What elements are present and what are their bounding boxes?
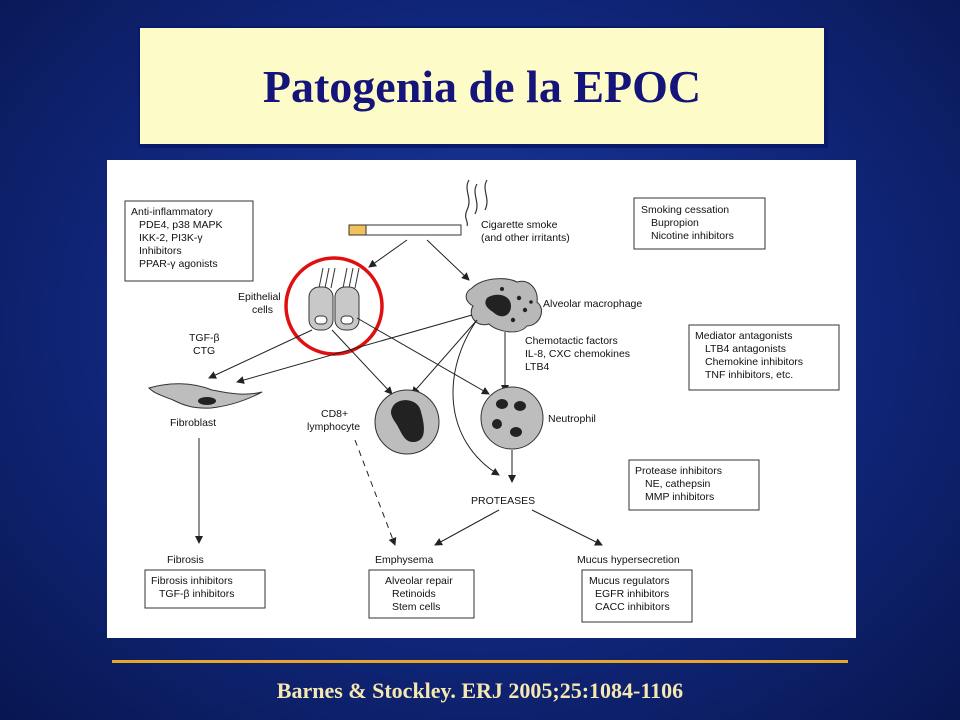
svg-text:Chemokine inhibitors: Chemokine inhibitors [705, 356, 803, 368]
svg-text:Mucus regulators: Mucus regulators [589, 575, 670, 587]
svg-text:EGFR inhibitors: EGFR inhibitors [595, 588, 669, 600]
arrow-macrophage-proteases [452, 319, 500, 476]
smoke-icon [464, 179, 488, 227]
cigarette-smoke-label: Cigarette smoke (and other irritants) [481, 219, 570, 244]
epithelial-cells-label: Epithelial cells [238, 291, 281, 316]
protease-inhibitors-box: Protease inhibitors NE, cathepsin MMP in… [628, 459, 760, 511]
fibroblast-icon [148, 383, 263, 409]
diagram-svg: Cigarette smoke (and other irritants) Ep… [124, 179, 840, 623]
svg-text:TGF-β: TGF-β [189, 332, 220, 344]
svg-text:Stem cells: Stem cells [392, 601, 440, 613]
proteases-label: PROTEASES [471, 495, 535, 507]
divider-rule [112, 660, 848, 663]
cd8-label: CD8+ lymphocyte [307, 408, 360, 433]
svg-text:lymphocyte: lymphocyte [307, 421, 360, 433]
mediator-antagonists-box: Mediator antagonists LTB4 antagonists Ch… [688, 324, 840, 391]
neutrophil-icon [480, 386, 544, 450]
svg-text:TNF inhibitors, etc.: TNF inhibitors, etc. [705, 369, 793, 381]
alveolar-macrophage-icon [465, 278, 542, 333]
title-box: Patogenia de la EPOC [138, 26, 826, 146]
arrow-macrophage-cd8 [411, 319, 478, 395]
arrow-cd8-emphysema [354, 439, 397, 546]
svg-text:Retinoids: Retinoids [392, 588, 436, 600]
anti-inflammatory-box: Anti-inflammatory PDE4, p38 MAPK IKK-2, … [124, 200, 254, 282]
arrow-macrophage-fibroblast [236, 314, 473, 384]
fibrosis-label: Fibrosis [167, 554, 204, 566]
arrow-proteases-mucus [531, 509, 603, 546]
svg-text:Mediator antagonists: Mediator antagonists [695, 330, 792, 342]
svg-text:Fibrosis inhibitors: Fibrosis inhibitors [151, 575, 233, 587]
fibrosis-inhibitors-box: Fibrosis inhibitors TGF-β inhibitors [144, 569, 266, 609]
svg-text:Epithelial: Epithelial [238, 291, 281, 303]
cd8-lymphocyte-icon [374, 389, 440, 455]
svg-text:PDE4, p38 MAPK: PDE4, p38 MAPK [139, 219, 222, 231]
tgf-ctg-label: TGF-β CTG [189, 332, 220, 357]
epithelial-cells-icon [308, 267, 360, 331]
svg-text:TGF-β inhibitors: TGF-β inhibitors [159, 588, 234, 600]
smoking-cessation-box: Smoking cessation Bupropion Nicotine inh… [633, 197, 766, 250]
svg-text:MMP inhibitors: MMP inhibitors [645, 491, 714, 503]
svg-text:CACC inhibitors: CACC inhibitors [595, 601, 670, 613]
svg-text:Cigarette smoke: Cigarette smoke [481, 219, 558, 231]
mucus-hypersecretion-label: Mucus hypersecretion [577, 554, 680, 566]
svg-text:(and other irritants): (and other irritants) [481, 232, 570, 244]
arrow-epithelial-fibroblast [208, 329, 313, 379]
svg-text:PPAR-γ agonists: PPAR-γ agonists [139, 258, 218, 270]
svg-text:Nicotine inhibitors: Nicotine inhibitors [651, 230, 734, 242]
pathogenesis-diagram: Cigarette smoke (and other irritants) Ep… [107, 160, 856, 638]
fibroblast-label: Fibroblast [170, 417, 216, 429]
svg-text:Anti-inflammatory: Anti-inflammatory [131, 206, 213, 218]
svg-text:cells: cells [252, 304, 273, 316]
neutrophil-label: Neutrophil [548, 413, 596, 425]
citation: Barnes & Stockley. ERJ 2005;25:1084-1106 [276, 678, 684, 703]
svg-text:IL-8, CXC chemokines: IL-8, CXC chemokines [525, 348, 630, 360]
svg-text:Smoking cessation: Smoking cessation [641, 204, 729, 216]
svg-text:LTB4 antagonists: LTB4 antagonists [705, 343, 786, 355]
mucus-regulators-box: Mucus regulators EGFR inhibitors CACC in… [581, 569, 693, 623]
svg-text:IKK-2, PI3K-γ: IKK-2, PI3K-γ [139, 232, 203, 244]
arrow-epithelial-neutrophil [356, 317, 490, 395]
arrow-proteases-emphysema [434, 509, 500, 546]
svg-text:CD8+: CD8+ [321, 408, 348, 420]
alveolar-repair-box: Alveolar repair Retinoids Stem cells [368, 569, 475, 619]
emphysema-label: Emphysema [375, 554, 434, 566]
svg-text:CTG: CTG [193, 345, 215, 357]
arrow-smoke-macrophage [426, 239, 470, 281]
svg-text:LTB4: LTB4 [525, 361, 549, 373]
alveolar-macrophage-label: Alveolar macrophage [543, 298, 642, 310]
slide-title: Patogenia de la EPOC [262, 60, 702, 112]
svg-text:Inhibitors: Inhibitors [139, 245, 182, 257]
arrow-epithelial-cd8 [331, 329, 393, 395]
chemotactic-factors-label: Chemotactic factors IL-8, CXC chemokines… [525, 335, 630, 373]
cigarette-icon [348, 224, 462, 236]
svg-text:Alveolar repair: Alveolar repair [385, 575, 453, 587]
arrow-smoke-epithelial [368, 239, 408, 268]
svg-text:Protease inhibitors: Protease inhibitors [635, 465, 722, 477]
svg-text:NE, cathepsin: NE, cathepsin [645, 478, 711, 490]
svg-text:Bupropion: Bupropion [651, 217, 699, 229]
svg-text:Chemotactic factors: Chemotactic factors [525, 335, 618, 347]
